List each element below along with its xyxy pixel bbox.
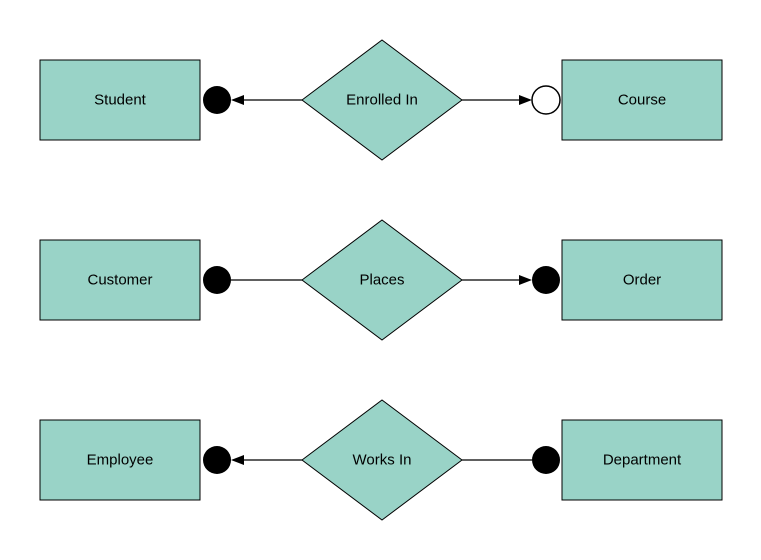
- arrowhead-right-icon: [519, 275, 532, 285]
- entity-department-label: Department: [603, 452, 682, 469]
- entity-course[interactable]: [561, 59, 723, 141]
- entity-order[interactable]: [561, 239, 723, 321]
- arrowhead-left-icon: [231, 95, 244, 105]
- row-student-course: Student Enrolled In Course: [39, 39, 723, 161]
- entity-employee[interactable]: [39, 419, 201, 501]
- entity-student[interactable]: [39, 59, 201, 141]
- filled-circle-marker: [203, 266, 231, 294]
- row-customer-order: Customer Places Order: [39, 219, 723, 341]
- open-circle-marker: [531, 85, 561, 115]
- row-employee-department: Employee Works In Department: [39, 399, 723, 521]
- entity-customer-label: Customer: [87, 272, 152, 289]
- entity-customer[interactable]: [39, 239, 201, 321]
- relationship-works-in-label: Works In: [353, 452, 412, 469]
- entity-student-label: Student: [94, 92, 147, 109]
- arrowhead-right-icon: [519, 95, 532, 105]
- entity-employee-label: Employee: [87, 452, 154, 469]
- entity-course-label: Course: [618, 92, 666, 109]
- relationship-places-label: Places: [359, 272, 404, 289]
- filled-circle-marker: [203, 446, 231, 474]
- arrowhead-left-icon: [231, 455, 244, 465]
- entity-order-label: Order: [623, 272, 661, 289]
- relationship-enrolled-in-label: Enrolled In: [346, 92, 418, 109]
- filled-circle-marker: [203, 86, 231, 114]
- filled-circle-marker: [532, 446, 560, 474]
- entity-department[interactable]: [561, 419, 723, 501]
- filled-circle-marker: [532, 266, 560, 294]
